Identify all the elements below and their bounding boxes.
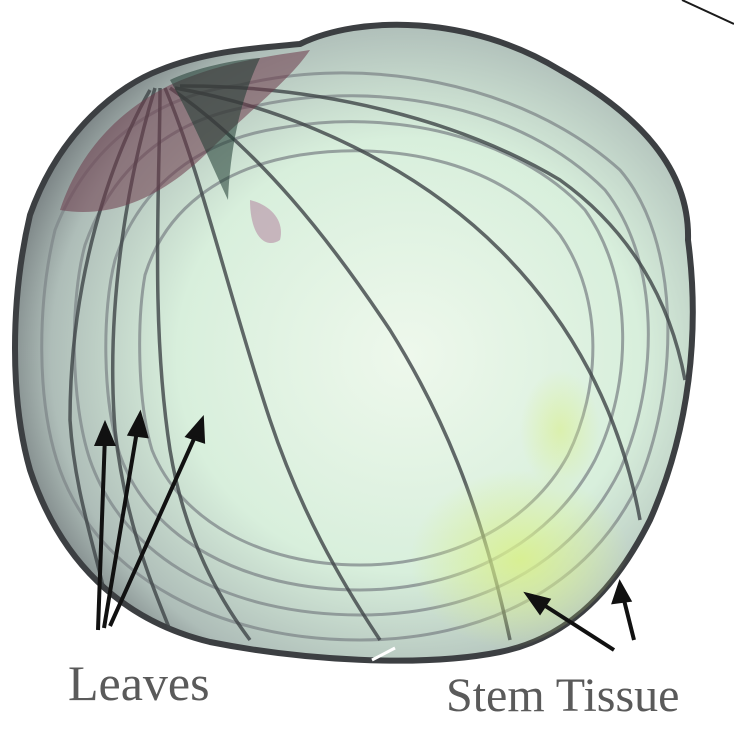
top-pointer-line (682, 0, 734, 24)
stem-tissue-label: Stem Tissue (446, 672, 679, 720)
leaves-label: Leaves (68, 658, 210, 708)
